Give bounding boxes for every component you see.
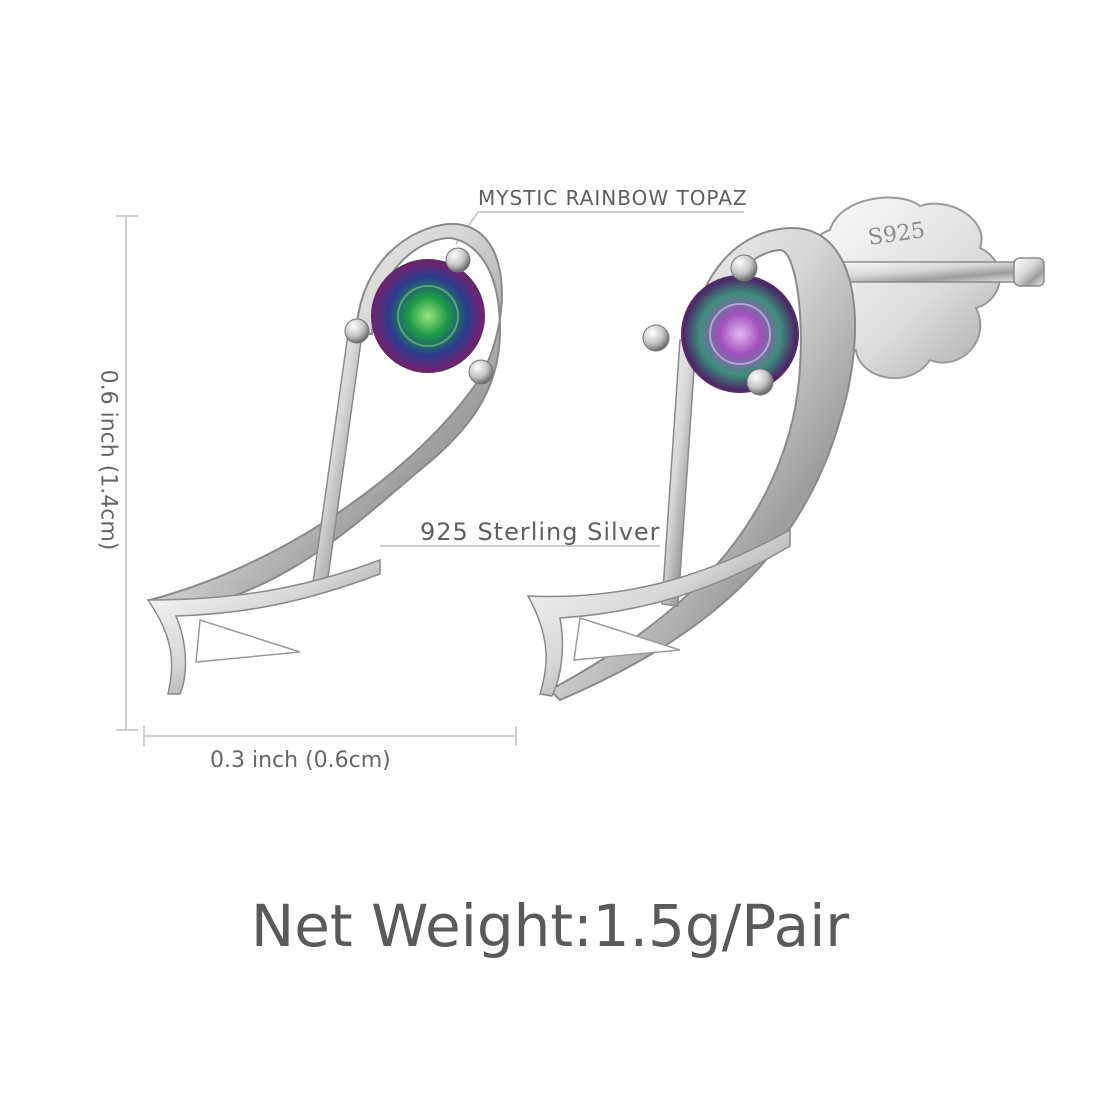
net-weight-text: Net Weight:1.5g/Pair [250,892,850,960]
height-dimension-label: 0.6 inch (1.4cm) [95,369,121,551]
material-callout: 925 Sterling Silver [420,518,661,546]
width-dimension-line [143,726,517,746]
right-gemstone [681,275,799,393]
width-dimension-label: 0.3 inch (0.6cm) [210,748,391,773]
right-earring [526,196,1045,702]
height-dimension-line [116,215,138,731]
gemstone-callout: MYSTIC RAINBOW TOPAZ [478,186,748,210]
left-gemstone [371,259,485,373]
left-earring [146,222,503,695]
